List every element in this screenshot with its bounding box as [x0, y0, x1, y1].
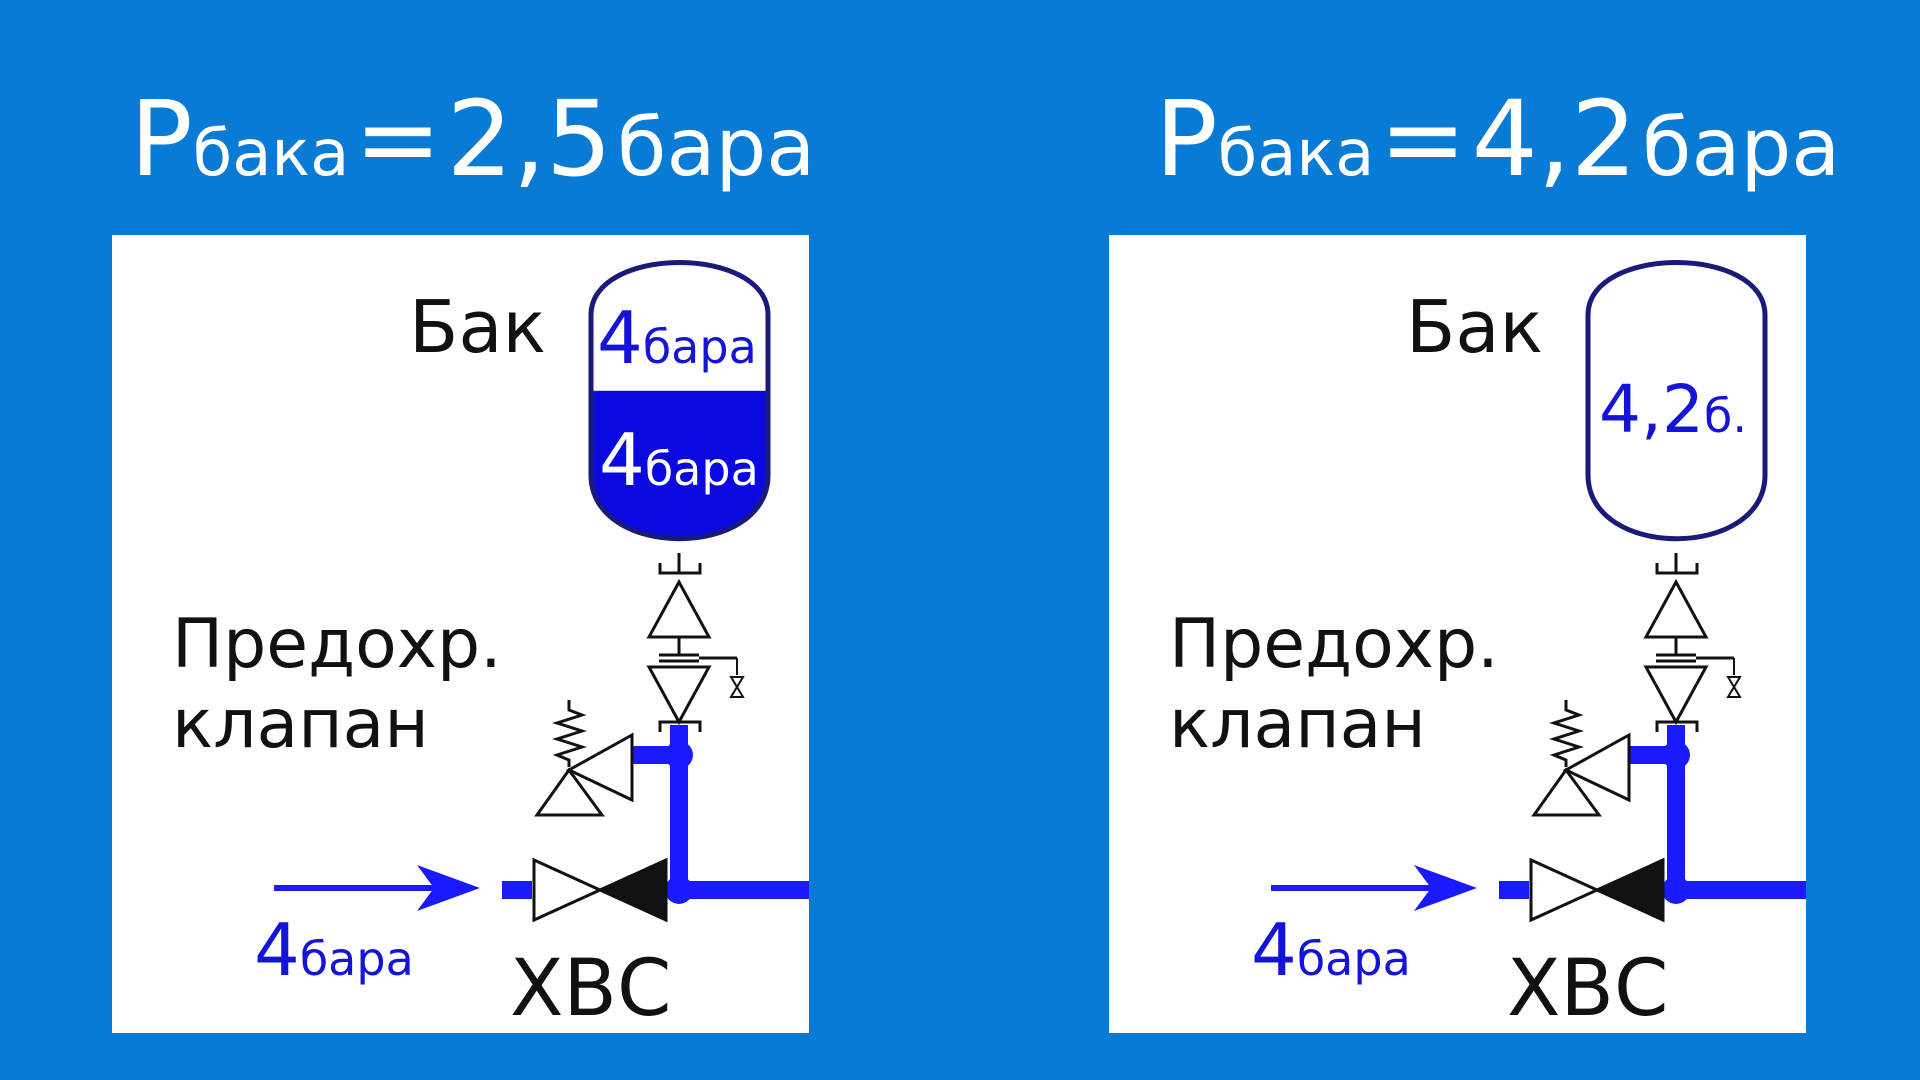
title-value: 2,5	[446, 78, 613, 200]
diagram-panel-right: Бак 4,2б.	[1109, 235, 1806, 1033]
safety-valve-icon	[1531, 700, 1631, 817]
shutoff-valve-icon	[1529, 857, 1665, 923]
expansion-tank	[588, 260, 771, 542]
tank-pressure: 4,2б.	[1599, 371, 1747, 448]
tank-connector	[658, 553, 702, 575]
tank-top-pressure: 4бара	[597, 296, 757, 380]
tank-label: Бак	[409, 285, 546, 369]
title-pressure-symbol: P	[130, 78, 193, 200]
drain-valve-icon	[729, 658, 745, 698]
check-valve-upper-icon	[646, 578, 712, 639]
safety-valve-label-line1: Предохр.	[1169, 605, 1499, 684]
title-equals: =	[354, 78, 442, 200]
schematic-right: Бак 4,2б.	[1169, 260, 1806, 1033]
title-unit: бара	[1642, 101, 1841, 194]
drain-valve-icon	[1726, 658, 1742, 698]
pipe-junction-lower	[1662, 876, 1690, 904]
tank-label: Бак	[1406, 285, 1543, 369]
title-pressure-symbol: P	[1155, 78, 1218, 200]
tank-connector	[1655, 553, 1699, 575]
supply-label: ХВС	[510, 944, 671, 1033]
inlet-pressure: 4бара	[254, 908, 414, 992]
title-equals: =	[1379, 78, 1467, 200]
pipe-junction-lower	[665, 876, 693, 904]
inlet-arrow-icon	[1271, 865, 1477, 911]
check-valve-lower-icon	[646, 665, 712, 726]
pipe-junction-upper	[665, 741, 693, 769]
valve-coupling	[1656, 637, 1734, 663]
title-right: Pбака = 4,2 бара	[1155, 78, 1840, 200]
expansion-tank	[1585, 260, 1768, 542]
valve-coupling	[659, 637, 737, 663]
tank-bottom-pressure: 4бара	[599, 418, 759, 502]
title-left: Pбака = 2,5 бара	[130, 78, 815, 200]
safety-valve-label-line1: Предохр.	[172, 605, 502, 684]
inlet-pressure: 4бара	[1251, 908, 1411, 992]
safety-valve-label-line2: клапан	[1169, 685, 1426, 764]
title-pressure-subscript: бака	[1217, 117, 1375, 191]
supply-label: ХВС	[1507, 944, 1668, 1033]
safety-valve-label-line2: клапан	[172, 685, 429, 764]
check-valve-upper-icon	[1643, 578, 1709, 639]
check-valve-lower-icon	[1643, 665, 1709, 726]
title-pressure-subscript: бака	[192, 117, 350, 191]
diagram-panel-left: Бак 4бара 4бара	[112, 235, 809, 1033]
shutoff-valve-icon	[532, 857, 668, 923]
safety-valve-icon	[534, 700, 634, 817]
tank-water-fill	[591, 390, 768, 539]
schematic-left: Бак 4бара 4бара	[172, 260, 809, 1033]
title-value: 4,2	[1471, 78, 1638, 200]
pipe-junction-upper	[1662, 741, 1690, 769]
inlet-arrow-icon	[274, 865, 480, 911]
title-unit: бара	[617, 101, 816, 194]
